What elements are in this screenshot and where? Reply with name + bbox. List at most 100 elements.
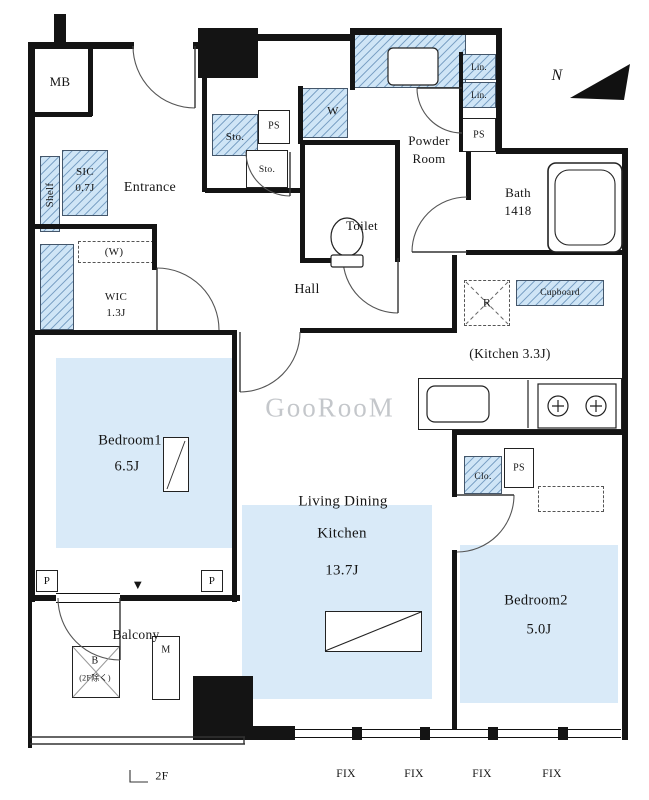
fix-label-4: FIX (542, 768, 562, 780)
room-label-bath-size: 1418 (504, 203, 532, 218)
room-label-toilet: Toilet (346, 218, 378, 233)
room-label-wic-size: 1.3J (106, 307, 126, 319)
marker-m: M (161, 644, 171, 656)
window-mullion (352, 727, 362, 740)
wall (300, 328, 457, 333)
wall (466, 250, 628, 255)
room-label-powder-2: Room (412, 151, 446, 166)
fix-label-1: FIX (336, 768, 356, 780)
wall (300, 258, 347, 263)
room-label-washer: W (327, 103, 339, 118)
room-label-ldk-1: Living Dining (298, 493, 388, 510)
room-label-hall: Hall (294, 282, 320, 297)
room-label-ps-entry: PS (268, 120, 280, 132)
room-label-mb: MB (49, 74, 71, 89)
linen-1-area (462, 54, 496, 80)
wall (205, 188, 305, 193)
bathtub-icon (547, 162, 623, 253)
table-symbol (325, 611, 422, 652)
floor-note: 2F (155, 768, 169, 783)
wall (466, 152, 471, 200)
storage-upper-area (212, 114, 258, 156)
room-label-balcony: Balcony (112, 627, 160, 642)
pillar-block (193, 676, 253, 740)
wall (300, 140, 400, 145)
room-label-ps-bath: PS (473, 129, 485, 141)
watermark: GooRooM (265, 392, 395, 423)
pillar-left-box (36, 570, 58, 592)
window-mullion (558, 727, 568, 740)
wall (395, 140, 400, 262)
room-label-clo: Clo. (474, 472, 492, 482)
room-label-cupboard: Cupboard (540, 288, 580, 298)
room-label-wic: WIC (104, 291, 128, 303)
fix-label-3: FIX (472, 768, 492, 780)
pillar-right-box (201, 570, 223, 592)
wall (28, 42, 35, 602)
wall (352, 28, 502, 35)
wall (118, 595, 240, 601)
wall (300, 140, 305, 262)
wall (88, 46, 93, 116)
balcony-window (56, 593, 120, 603)
wall (452, 255, 457, 333)
north-arrow-icon (570, 64, 630, 100)
room-label-bedroom2-size: 5.0J (526, 621, 552, 638)
cupboard-area (516, 280, 604, 306)
bedroom2-dashed-space (538, 486, 604, 512)
room-label-sic: SIC (75, 166, 95, 178)
wall (54, 14, 66, 42)
room-label-entrance: Entrance (123, 180, 177, 195)
ps-bedroom2-box (504, 448, 534, 488)
bedroom1-floor (56, 358, 232, 548)
fix-window-1 (295, 729, 352, 738)
room-label-ldk-2: Kitchen (317, 525, 367, 542)
fix-window-5 (568, 729, 621, 738)
marker-p-right: P (208, 575, 216, 587)
wall (202, 78, 207, 192)
room-label-powder-1: Powder (408, 133, 450, 148)
wall (232, 330, 237, 602)
wall (28, 42, 134, 49)
marker-b: B (91, 655, 99, 667)
down-triangle-marker: ▼ (131, 577, 145, 592)
wall (459, 52, 463, 152)
room-label-bath: Bath (505, 185, 531, 200)
wall (28, 595, 58, 601)
wall (496, 28, 502, 154)
sliding-door-symbol (163, 437, 189, 492)
vanity-counter (354, 30, 466, 88)
window-mullion (420, 727, 430, 740)
floor-note-line (129, 770, 148, 783)
fix-window-3 (430, 729, 488, 738)
closet-area (464, 456, 502, 494)
shelf-area (40, 156, 60, 232)
compass-n-label: N (551, 67, 563, 84)
wall (35, 224, 155, 229)
room-label-sto-upper: Sto. (225, 131, 245, 143)
wall (452, 550, 457, 738)
refrigerator-space (464, 280, 510, 326)
wall (250, 726, 295, 740)
wall (622, 148, 628, 740)
void-block (198, 28, 258, 78)
room-label-fridge: R (482, 295, 492, 310)
ps-entry-box (258, 110, 290, 144)
room-label-ldk-size: 13.7J (325, 562, 359, 579)
fix-window-4 (498, 729, 558, 738)
room-label-bedroom1: Bedroom1 (98, 432, 162, 449)
wall (35, 330, 237, 335)
ps-bath-box (462, 118, 496, 152)
linen-2-area (462, 82, 496, 108)
room-label-sic-size: 0.7J (75, 182, 95, 194)
wall (254, 34, 354, 41)
wall (452, 430, 457, 497)
bedroom2-floor (460, 545, 618, 703)
room-label-bedroom1-size: 6.5J (114, 458, 140, 475)
fix-window-2 (362, 729, 420, 738)
wall (152, 224, 157, 270)
window-mullion (488, 727, 498, 740)
wall (496, 148, 628, 154)
room-label-ps-bedroom2: PS (513, 462, 525, 474)
